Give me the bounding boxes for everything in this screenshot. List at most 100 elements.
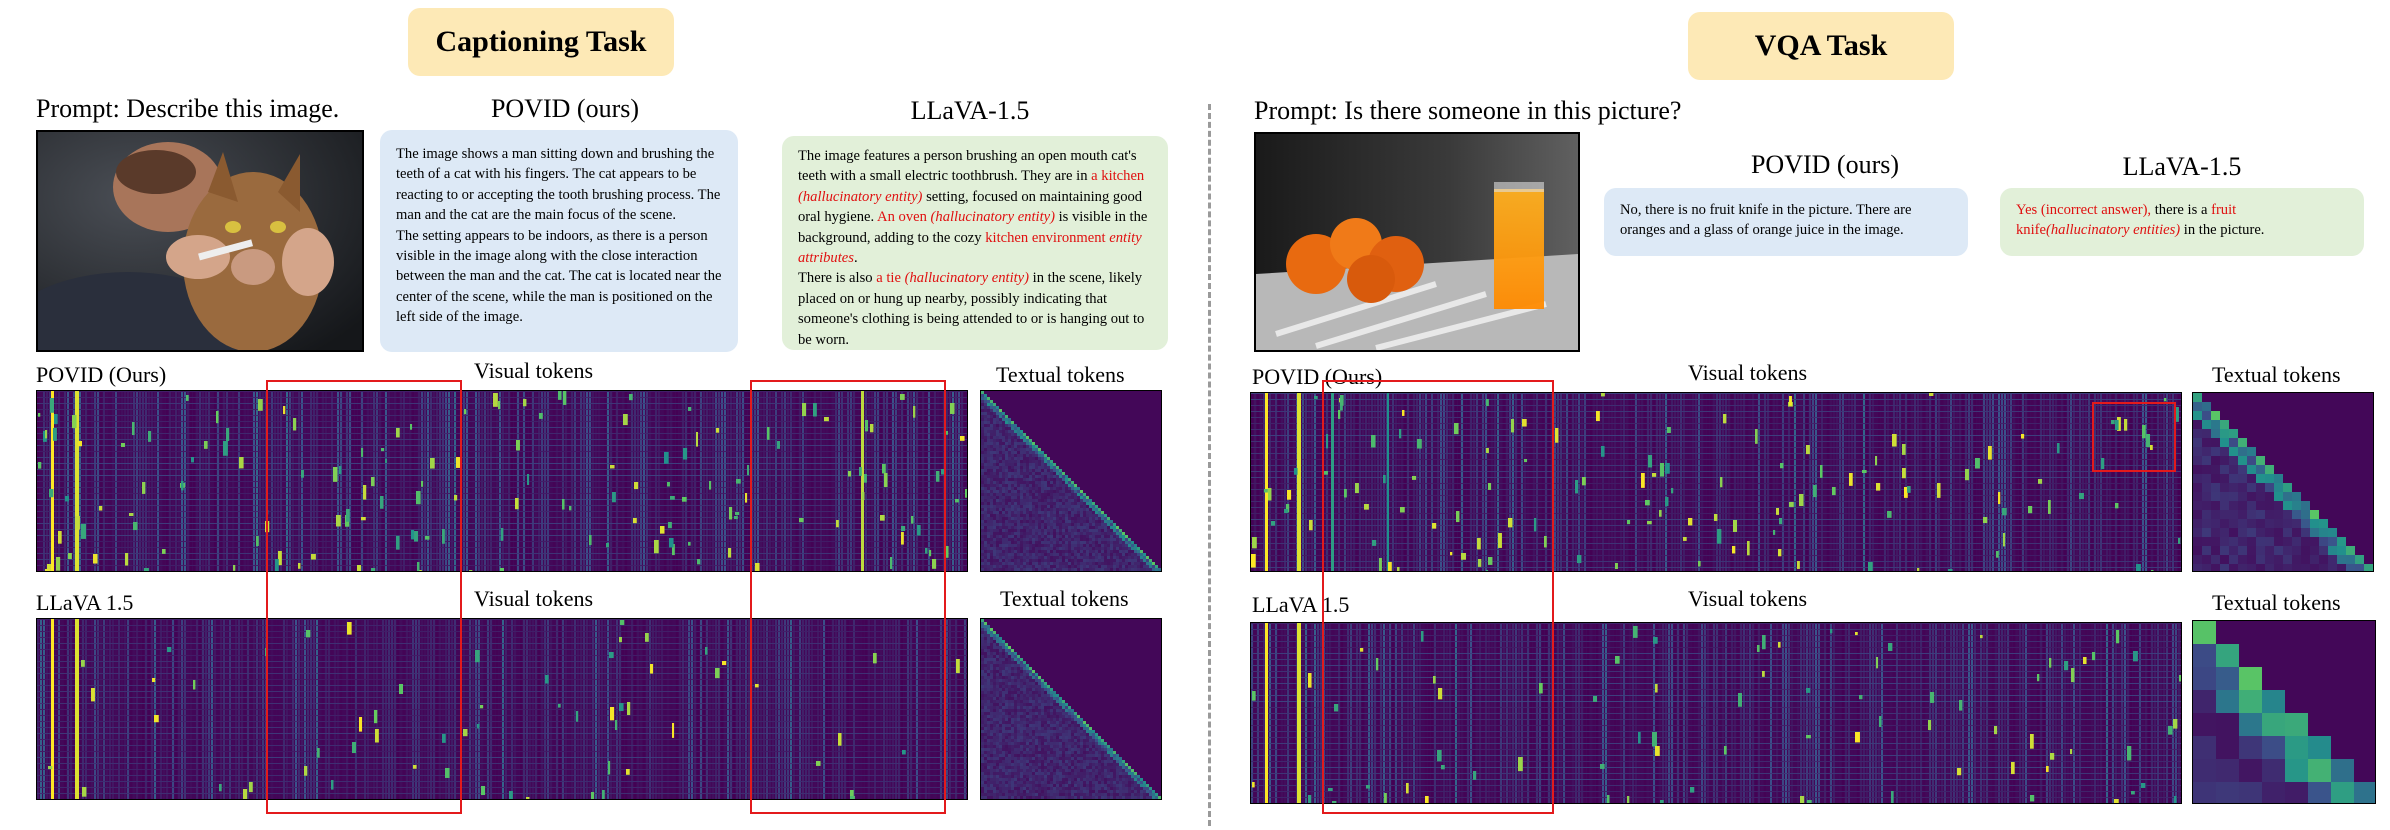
heatmap-cell [999, 649, 1002, 652]
heatmap-cell [1020, 709, 1023, 712]
heatmap-hotspot [917, 525, 921, 536]
heatmap-cell [984, 769, 987, 772]
heatmap-cell [1104, 529, 1107, 532]
heatmap-cell [1050, 775, 1053, 778]
heatmap-cell [1035, 754, 1038, 757]
caption-row1-label: POVID (Ours) [36, 362, 167, 387]
heatmap-cell [1038, 511, 1041, 514]
heatmap-cell [993, 424, 996, 427]
heatmap-cell [1137, 562, 1140, 565]
heatmap-hotspot [824, 417, 829, 422]
heatmap-cell [1026, 496, 1029, 499]
heatmap-hotspot [414, 531, 419, 542]
heatmap-column [1809, 393, 1811, 571]
heatmap-cell [1137, 793, 1140, 796]
heatmap-cell [1119, 529, 1122, 532]
heatmap-cell [1038, 685, 1041, 688]
heatmap-cell [1014, 487, 1017, 490]
heatmap-row-line [37, 637, 967, 638]
heatmap-cell [1014, 490, 1017, 493]
heatmap-cell [1059, 505, 1062, 508]
heatmap-cell [990, 508, 993, 511]
heatmap-cell [1035, 679, 1038, 682]
heatmap-cell [1074, 505, 1077, 508]
heatmap-cell [1080, 532, 1083, 535]
heatmap-cell [981, 475, 984, 478]
heatmap-cell [1077, 526, 1080, 529]
heatmap-cell [987, 469, 990, 472]
heatmap-cell [987, 631, 990, 634]
heatmap-cell [1023, 478, 1026, 481]
heatmap-cell [1002, 502, 1005, 505]
heatmap-cell [1086, 736, 1089, 739]
heatmap-cell [1107, 754, 1110, 757]
heatmap-cell [1014, 667, 1017, 670]
heatmap-cell [1110, 556, 1113, 559]
heatmap-cell [1125, 778, 1128, 781]
heatmap-cell [1062, 523, 1065, 526]
heatmap-cell [1044, 496, 1047, 499]
heatmap-row-line [37, 451, 967, 452]
heatmap-cell [1014, 514, 1017, 517]
heatmap-cell [984, 712, 987, 715]
heatmap-cell [1035, 688, 1038, 691]
heatmap-cell [1029, 793, 1032, 796]
heatmap-cell [1047, 685, 1050, 688]
heatmap-cell [1026, 508, 1029, 511]
heatmap-cell [1116, 760, 1119, 763]
heatmap-cell [1137, 778, 1140, 781]
heatmap-cell [1002, 466, 1005, 469]
heatmap-cell [1110, 763, 1113, 766]
heatmap-cell [987, 745, 990, 748]
attention-sink-column [75, 619, 79, 799]
heatmap-cell [1074, 529, 1077, 532]
heatmap-cell [999, 475, 1002, 478]
heatmap-cell [1047, 712, 1050, 715]
heatmap-cell [1038, 463, 1041, 466]
heatmap-cell [1038, 496, 1041, 499]
heatmap-cell [993, 655, 996, 658]
vqa-povid-response: No, there is no fruit knife in the pictu… [1604, 188, 1968, 256]
heatmap-row-line [37, 547, 967, 548]
heatmap-row-line [1251, 393, 2181, 394]
heatmap-column [1875, 393, 1877, 571]
heatmap-cell [1158, 796, 1161, 799]
heatmap-cell [1059, 742, 1062, 745]
heatmap-cell [1044, 466, 1047, 469]
heatmap-cell [1056, 715, 1059, 718]
heatmap-cell [1098, 754, 1101, 757]
heatmap-cell [1002, 658, 1005, 661]
heatmap-cell [1014, 721, 1017, 724]
heatmap-cell [996, 712, 999, 715]
heatmap-cell [1038, 556, 1041, 559]
heatmap-cell [1014, 439, 1017, 442]
heatmap-cell [1026, 676, 1029, 679]
heatmap-cell [1008, 493, 1011, 496]
heatmap-cell [1050, 568, 1053, 571]
heatmap-cell [1098, 772, 1101, 775]
heatmap-cell [1098, 556, 1101, 559]
heatmap-column [1920, 393, 1922, 571]
heatmap-cell [1044, 493, 1047, 496]
heatmap-cell [1086, 514, 1089, 517]
heatmap-cell [1014, 709, 1017, 712]
heatmap-cell [981, 703, 984, 706]
heatmap-cell [1017, 790, 1020, 793]
heatmap-cell [1011, 463, 1014, 466]
heatmap-cell [1011, 505, 1014, 508]
heatmap-cell [1020, 679, 1023, 682]
heatmap-cell [1128, 544, 1131, 547]
heatmap-cell [1029, 703, 1032, 706]
heatmap-cell [1002, 433, 1005, 436]
heatmap-column [2001, 393, 2003, 571]
heatmap-cell [990, 460, 993, 463]
heatmap-cell [1020, 529, 1023, 532]
heatmap-cell [1008, 475, 1011, 478]
heatmap-cell [1029, 679, 1032, 682]
heatmap-cell [1143, 784, 1146, 787]
heatmap-cell [1035, 775, 1038, 778]
heatmap-cell [996, 691, 999, 694]
heatmap-cell [1023, 553, 1026, 556]
heatmap-cell [1092, 754, 1095, 757]
heatmap-cell [1107, 757, 1110, 760]
